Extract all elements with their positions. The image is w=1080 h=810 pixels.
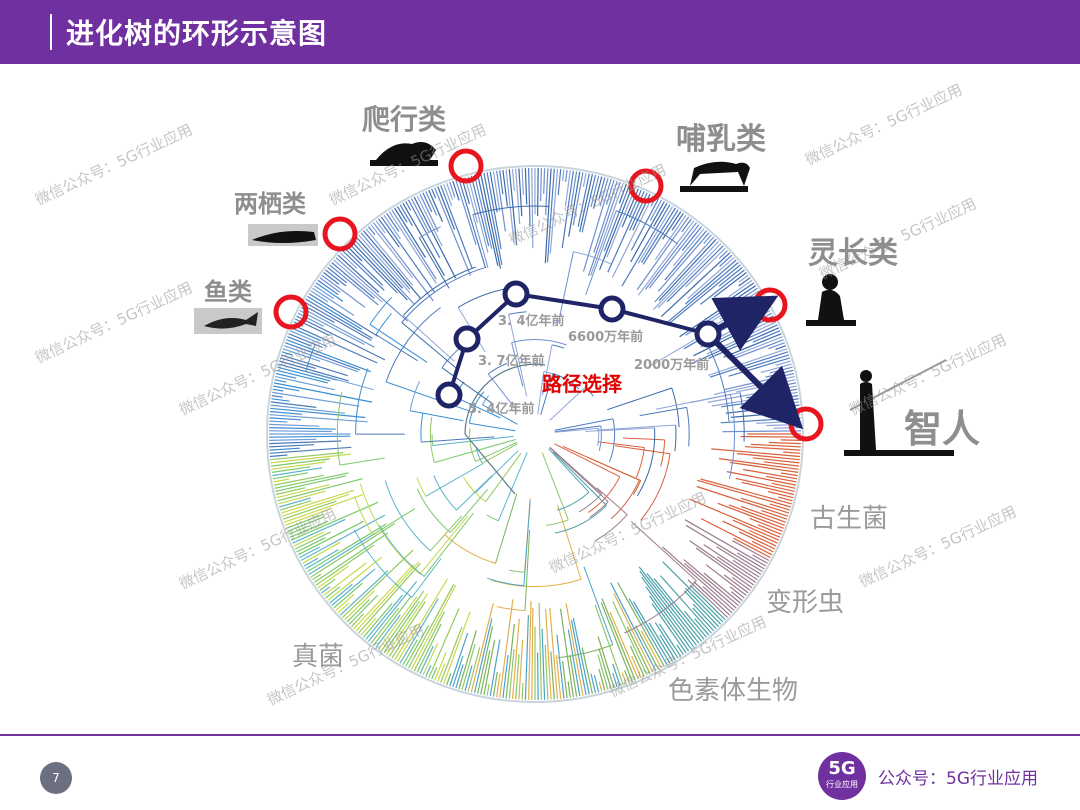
- footer-divider: [0, 734, 1080, 736]
- page-number: 7: [40, 762, 72, 794]
- domain-label-amoebozoa: 变形虫: [766, 588, 845, 618]
- path-node: [453, 325, 481, 353]
- time-label-20mya: 2000万年前: [634, 358, 710, 373]
- domain-label-archaea: 古生菌: [810, 504, 889, 534]
- header-bar: 进化树的环形示意图: [0, 0, 1080, 64]
- evolution-path: [435, 280, 804, 430]
- path-node: [435, 381, 463, 409]
- primate-silhouette: [806, 274, 856, 326]
- amphibian-silhouette: [248, 224, 318, 246]
- domain-label-chromalveolata: 色素体生物: [668, 676, 799, 706]
- evolution-tree-figure: 鱼类 两栖类 爬行类 哺乳类 灵长类 智人 古生菌 变形虫 色素体生物 真菌 5…: [0, 64, 1080, 734]
- clade-label-sapiens: 智人: [904, 407, 981, 451]
- path-node: [502, 280, 530, 308]
- human-silhouette: [844, 359, 954, 456]
- time-label-370mya: 3. 7亿年前: [478, 354, 545, 369]
- brand-logo-subtext: 行业应用: [826, 780, 858, 789]
- header-divider: [50, 14, 52, 50]
- path-selection-label: 路径选择: [542, 372, 622, 396]
- highlight-ring: [448, 148, 484, 184]
- highlight-ring: [322, 216, 358, 252]
- clade-label-amphibians: 两栖类: [234, 190, 306, 218]
- clade-label-primates: 灵长类: [808, 236, 898, 271]
- page-title: 进化树的环形示意图: [66, 17, 328, 50]
- path-node: [598, 295, 626, 323]
- mammal-silhouette: [680, 161, 750, 192]
- clade-label-reptiles: 爬行类: [362, 103, 447, 136]
- domain-label-fungi: 真菌: [292, 642, 345, 672]
- brand-account-text: 公众号：5G行业应用: [878, 769, 1038, 789]
- path-arrow: [705, 331, 804, 430]
- brand-logo-text: 5G: [828, 758, 856, 779]
- reptile-silhouette: [370, 142, 438, 166]
- time-label-340mya: 3. 4亿年前: [498, 314, 565, 329]
- clade-label-mammals: 哺乳类: [676, 122, 766, 157]
- fish-silhouette: [194, 308, 262, 334]
- highlight-ring: [628, 168, 664, 204]
- time-label-66mya: 6600万年前: [568, 330, 644, 345]
- time-label-540mya: 5. 4亿年前: [468, 402, 535, 417]
- circular-tree-diagram: [194, 142, 954, 703]
- path-node: [694, 320, 722, 348]
- brand-logo: 5G 行业应用: [818, 752, 866, 800]
- clade-label-fish: 鱼类: [204, 278, 252, 306]
- highlight-ring: [273, 294, 309, 330]
